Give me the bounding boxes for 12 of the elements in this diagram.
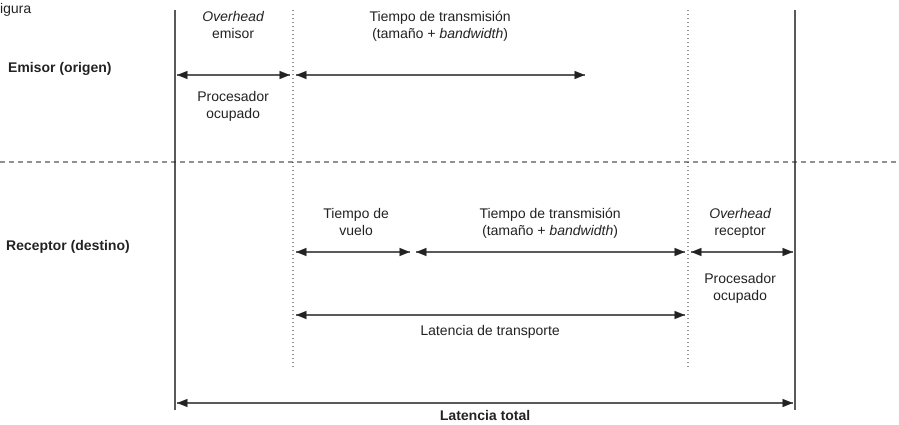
caption-text: igura [0, 0, 32, 16]
interval-label: Tiempo de transmisión (tamaño + bandwidth) [479, 205, 621, 238]
state-label: Procesador ocupado [197, 88, 269, 121]
row-label: Emisor (origen) [8, 59, 112, 75]
interval-label: Overhead emisor [202, 8, 264, 41]
interval-label: Tiempo de vuelo [323, 205, 389, 238]
row-label: Receptor (destino) [6, 237, 130, 253]
state-label: Procesador ocupado [704, 270, 776, 303]
interval-label: Overhead receptor [709, 205, 771, 238]
interval-label: Tiempo de transmisión (tamaño + bandwidth) [369, 8, 511, 41]
interval-label: Latencia de transporte [420, 322, 560, 338]
interval-label: Latencia total [440, 407, 530, 423]
